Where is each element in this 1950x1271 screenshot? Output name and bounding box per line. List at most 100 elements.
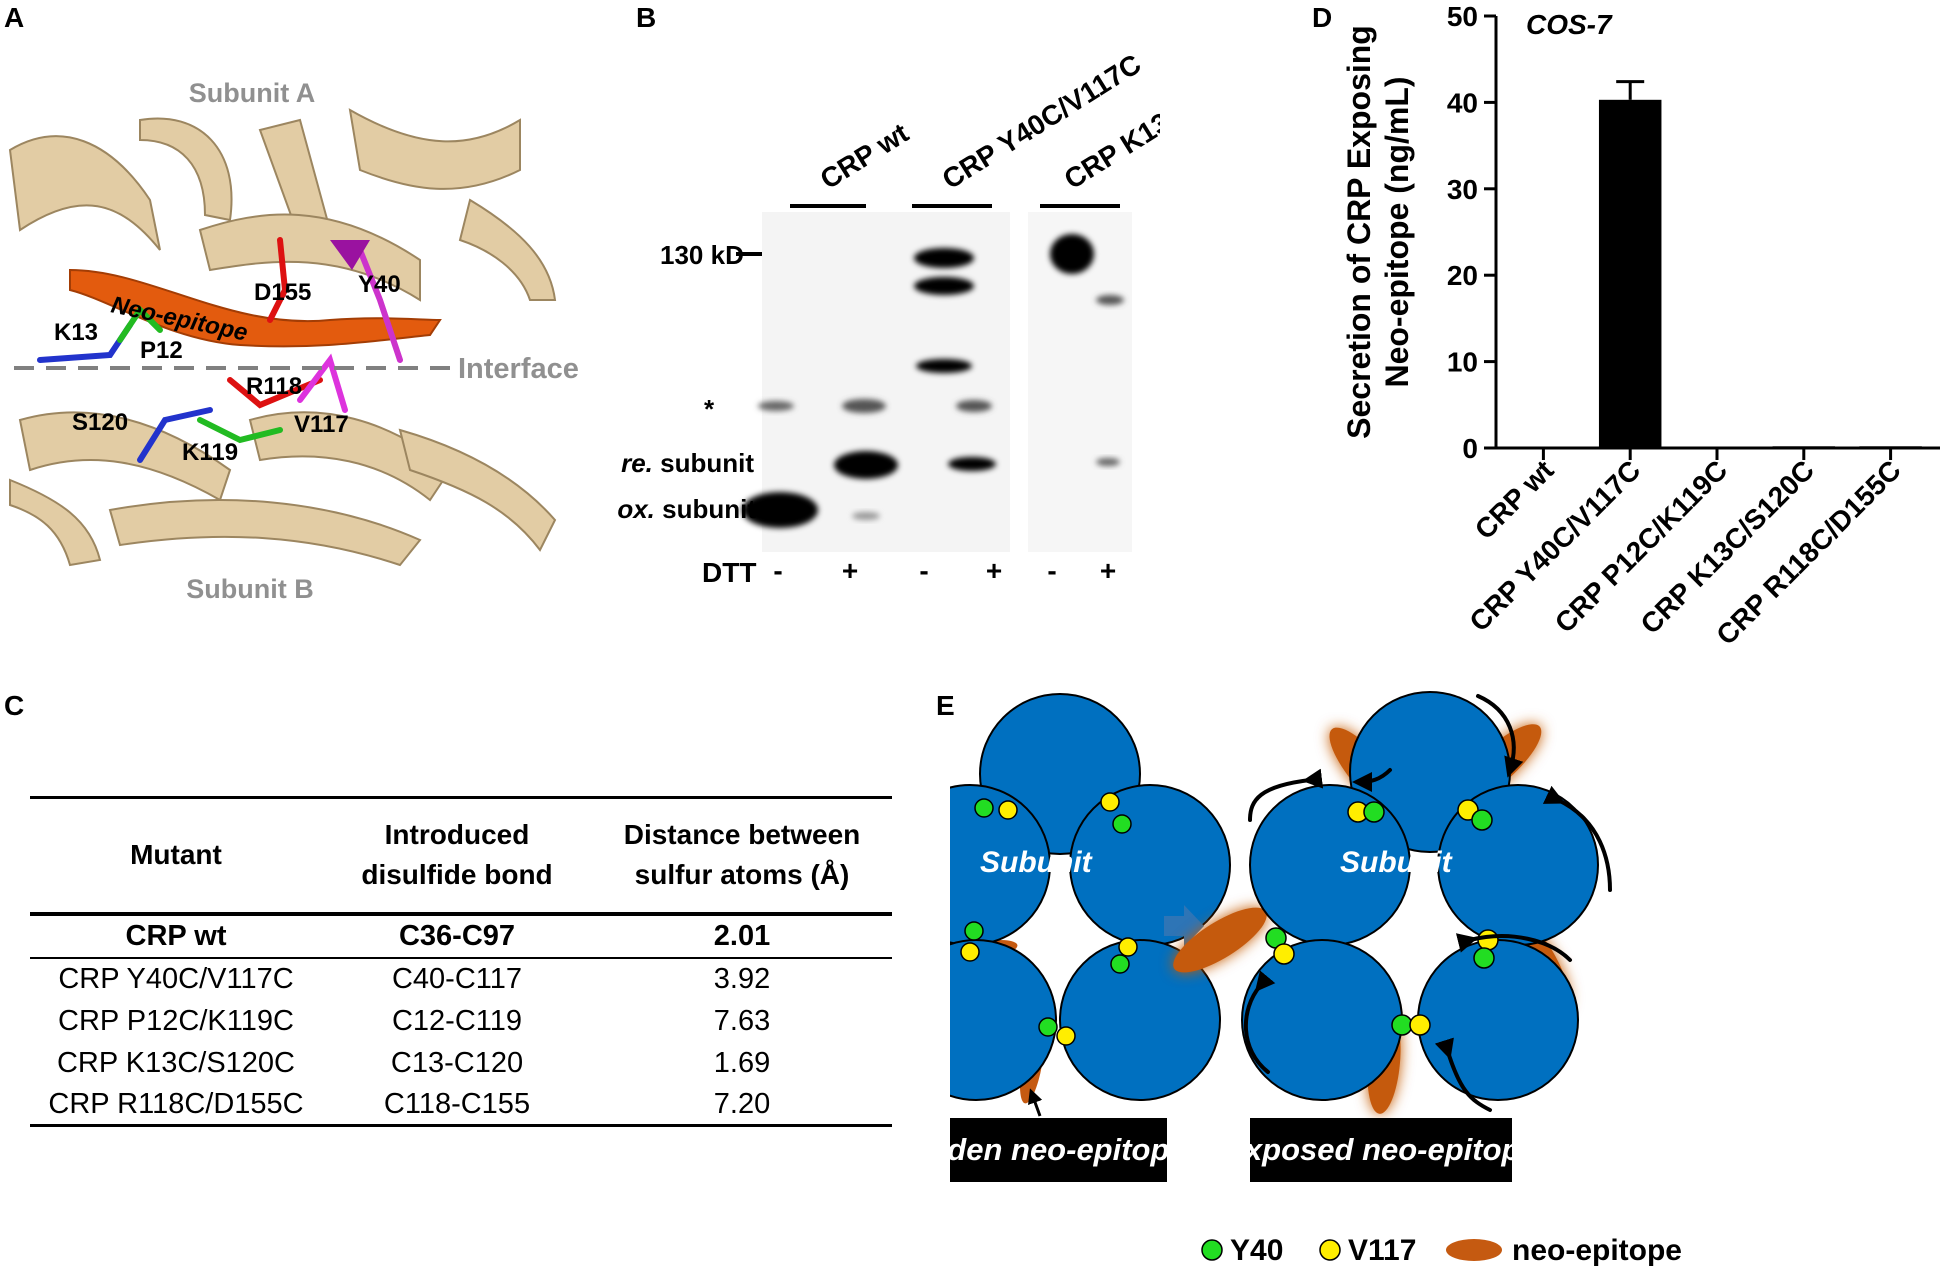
schematic-legend: Y40 V117 neo-epitope (1201, 1234, 1682, 1267)
table-cell: CRP Y40C/V117C (58, 963, 294, 995)
v117-dot (1100, 792, 1120, 812)
y-tick-label: 10 (1447, 347, 1478, 378)
dtt-sign: - (1047, 555, 1056, 586)
y-axis-label: Secretion of CRP ExposingNeo-epitope (ng… (1341, 25, 1415, 439)
v117-sidechain (297, 353, 348, 413)
v117-dot (1409, 1014, 1431, 1036)
rotation-arrow-icon (1455, 933, 1572, 962)
band (852, 512, 880, 520)
y-tick-label: 20 (1447, 260, 1478, 291)
band (742, 492, 818, 528)
table-cell: CRP wt (125, 920, 227, 952)
residue-label: Y40 (358, 271, 401, 298)
r118-sidechain (227, 377, 323, 409)
d155-sidechain (267, 237, 289, 323)
k119-sidechain (197, 417, 283, 444)
table-row: CRP wt C36-C97 2.01 (30, 914, 892, 958)
panel-letter-a: A (4, 2, 25, 33)
table-cell: 1.69 (713, 1046, 771, 1079)
legend-v117-label: V117 (1348, 1234, 1416, 1267)
table-cell: C40-C117 (391, 963, 523, 995)
y40-dot (1363, 801, 1385, 823)
y40-sidechain (357, 247, 403, 363)
y-tick-label: 30 (1447, 174, 1478, 205)
oxidized-subunit-label: ox. subunit (617, 494, 756, 524)
legend-v117-swatch (1319, 1239, 1341, 1261)
lane-header-y40c: CRP Y40C/V117C (937, 48, 1147, 195)
table-row: CRP Y40C/V117C C40-C117 3.92 (30, 958, 892, 1000)
exposed-neo-epitope-label: Exposed neo-epitope (1224, 1132, 1537, 1167)
band (956, 400, 992, 412)
interface-label: Interface (458, 353, 579, 385)
table-cell: 7.20 (713, 1087, 771, 1120)
dtt-sign: + (986, 555, 1002, 586)
asterisk-label: * (704, 394, 715, 424)
v117-dot (1273, 943, 1295, 965)
neo-epitope-shape (1173, 907, 1267, 973)
table-cell: 3.92 (713, 963, 771, 995)
bar (1859, 446, 1922, 448)
residue-label: P12 (140, 337, 183, 364)
residue-label: V117 (294, 411, 349, 438)
transition-arrow-icon (1164, 905, 1204, 947)
band (914, 277, 974, 295)
subunit-label: Subunit (1340, 846, 1454, 879)
dtt-sign: - (773, 555, 782, 586)
hidden-pentamer: Subunit Hidden neo-epitope (950, 693, 1231, 1182)
y40-dot (1112, 814, 1132, 834)
dtt-sign: + (842, 555, 858, 586)
panel-letter-c: C (4, 690, 25, 721)
band (1096, 295, 1124, 305)
table-cell: C13-C120 (390, 1046, 524, 1079)
subunit-label: Subunit (980, 846, 1094, 879)
subunit-a-label: Subunit A (189, 78, 315, 108)
band (914, 248, 974, 268)
bar (1772, 446, 1836, 448)
table-cell: CRP R118C/D155C (48, 1087, 304, 1120)
table-cell: C36-C97 (398, 920, 516, 952)
legend-y40-label: Y40 (1230, 1234, 1283, 1267)
subunit-circle (950, 939, 1057, 1101)
dtt-label: DTT (702, 557, 756, 588)
table-cell: C12-C119 (391, 1004, 523, 1037)
y40-dot (1038, 1017, 1058, 1037)
legend-y40-swatch (1201, 1239, 1223, 1261)
v117-dot (998, 800, 1018, 820)
band (758, 401, 794, 411)
v117-dot (960, 942, 980, 962)
rotation-arrow-icon (1243, 970, 1276, 1074)
membrane-left (762, 212, 1010, 552)
subunit-circle (1241, 939, 1403, 1101)
y40-dot (1473, 947, 1495, 969)
band (1050, 234, 1094, 274)
neo-epitope-strand (69, 268, 442, 348)
table-row: CRP R118C/D155C C118-C155 7.20 (30, 1084, 892, 1126)
v117-dot (1056, 1026, 1076, 1046)
chart-subtitle: COS-7 (1526, 9, 1613, 40)
y40-dot (1110, 954, 1130, 974)
exposed-pentamer: Subunit Exposed neo-epitope (1173, 691, 1612, 1182)
y40-dot (1391, 1014, 1413, 1036)
y40-dot (964, 921, 984, 941)
y-tick-label: 50 (1447, 1, 1478, 32)
structure-figure: Subunit A Subunit B Interface Neo-epitop… (4, 78, 579, 604)
y40-dot (974, 798, 994, 818)
table-cell: C118-C155 (383, 1087, 531, 1120)
subunit-circle (1069, 784, 1231, 946)
y40-dot (1471, 809, 1493, 831)
s120-sidechain (137, 407, 213, 463)
v117-dot (1118, 937, 1138, 957)
lane-header-wt: CRP wt (815, 117, 914, 195)
dtt-sign: - (919, 555, 928, 586)
marker-label: 130 kD (660, 240, 744, 270)
panel-letter-b: B (636, 2, 657, 33)
y-tick-label: 40 (1447, 87, 1478, 118)
legend-neo-label: neo-epitope (1512, 1234, 1682, 1267)
table-cell: 2.01 (713, 920, 771, 952)
table-cell: CRP K13C/S120C (56, 1046, 296, 1079)
residue-label: K119 (182, 439, 238, 466)
pentamer-schematic: Subunit Hidden neo-epitope (950, 691, 1682, 1267)
dtt-sign: + (1100, 555, 1116, 586)
subunit-b-label: Subunit B (186, 574, 313, 604)
